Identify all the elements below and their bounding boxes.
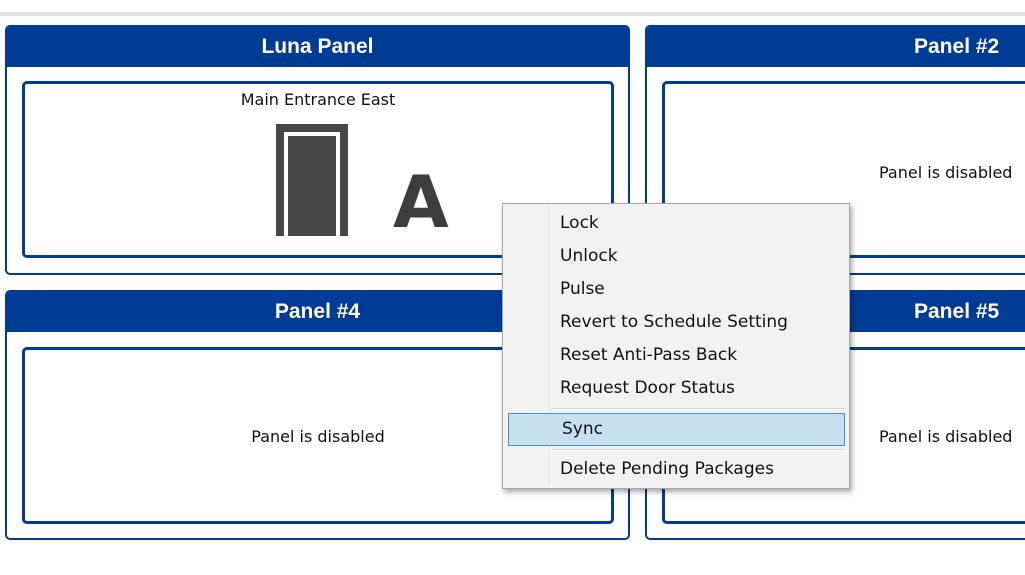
menu-icon-gutter (549, 206, 551, 486)
door-context-menu: Lock Unlock Pulse Revert to Schedule Set… (502, 203, 850, 489)
menu-item-request-door-status[interactable]: Request Door Status (560, 378, 735, 398)
menu-item-pulse[interactable]: Pulse (560, 279, 605, 299)
panel-disabled-text: Panel is disabled (879, 427, 1013, 446)
menu-item-lock[interactable]: Lock (560, 213, 599, 233)
door-icon[interactable] (276, 124, 348, 236)
panel-title-text: Panel #2 (914, 35, 1000, 58)
panel-title: Panel #2 (647, 27, 1025, 67)
panel-card-luna: Luna Panel Main Entrance East A (5, 25, 630, 275)
menu-item-reset-anti-pass-back[interactable]: Reset Anti-Pass Back (560, 345, 738, 365)
menu-separator (551, 449, 845, 451)
panel-title: Luna Panel (7, 27, 628, 67)
panel-disabled-text: Panel is disabled (879, 163, 1013, 182)
menu-item-revert-schedule[interactable]: Revert to Schedule Setting (560, 312, 788, 332)
panel-disabled-text: Panel is disabled (251, 427, 385, 446)
panel-title-text: Panel #5 (914, 300, 1000, 323)
menu-item-delete-pending-packages[interactable]: Delete Pending Packages (560, 459, 774, 479)
menu-item-unlock[interactable]: Unlock (560, 246, 618, 266)
door-name-label: Main Entrance East (240, 90, 396, 109)
menu-separator (551, 408, 845, 410)
top-toolbar-strip (0, 0, 1025, 16)
menu-item-sync[interactable]: Sync (508, 413, 845, 446)
letter-a-icon: A (393, 160, 449, 244)
